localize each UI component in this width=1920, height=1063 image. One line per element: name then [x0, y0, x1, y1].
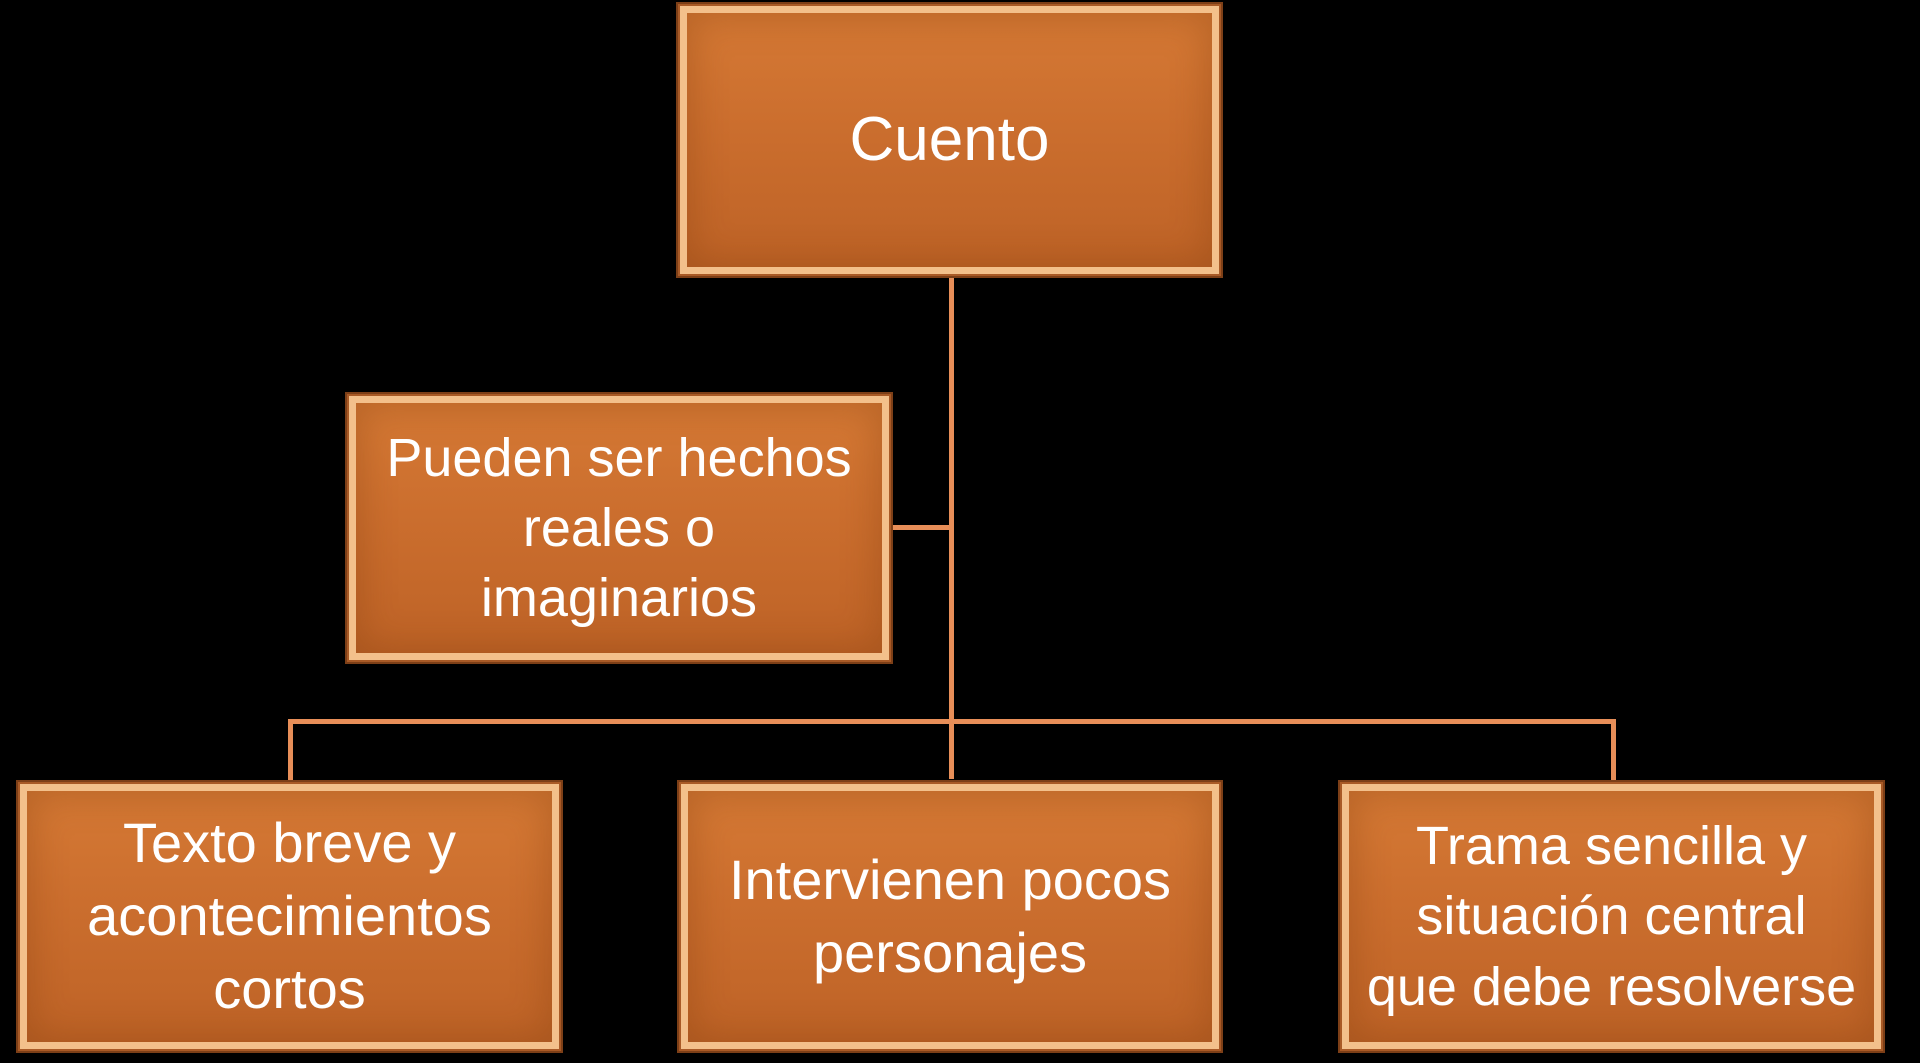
node-pocos-personajes: Intervienen pocos personajes — [677, 780, 1223, 1053]
node-cuento: Cuento — [676, 2, 1223, 278]
connector-distribution-horizontal — [288, 719, 1616, 724]
connector-note-horizontal — [893, 525, 953, 530]
node-texto-breve: Texto breve y acontecimientos cortos — [16, 780, 563, 1053]
connector-right-child-vertical — [1611, 719, 1616, 780]
node-hechos-reales-o-imaginarios: Pueden ser hechos reales o imaginarios — [345, 392, 893, 664]
node-trama-sencilla: Trama sencilla y situación central que d… — [1338, 780, 1885, 1053]
connector-left-child-vertical — [288, 719, 293, 780]
